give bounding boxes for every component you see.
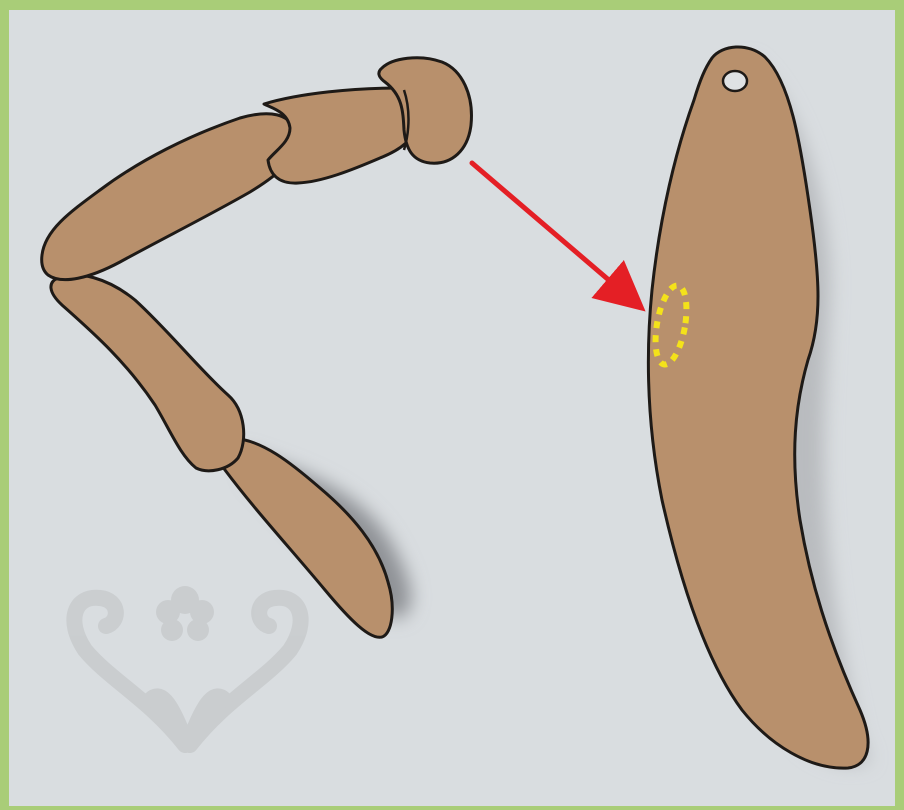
hanging-hole (723, 71, 747, 91)
